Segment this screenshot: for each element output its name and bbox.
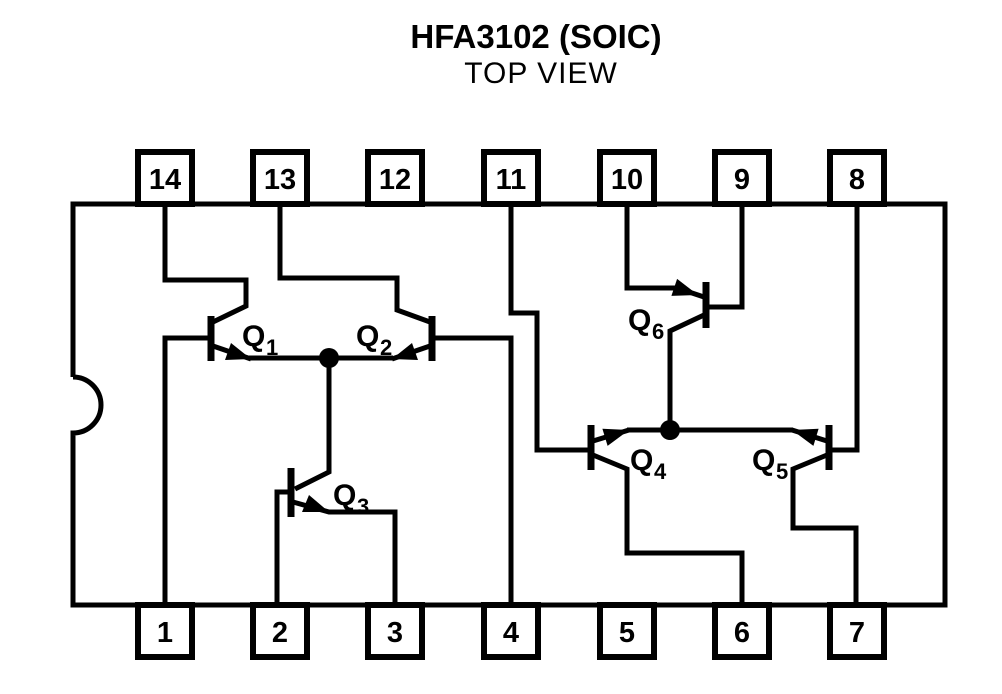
q2-label: Q (356, 320, 379, 353)
pin-number-5: 5 (619, 617, 635, 649)
q1-label-subscript: 1 (266, 335, 278, 360)
transistor-labels: Q 1 Q 2 Q 3 Q 4 Q 5 Q 6 (242, 304, 788, 519)
q1-emitter-arrow-icon (225, 343, 251, 360)
circuit-left-section (162, 204, 514, 605)
wire-q1-base-to-pin1 (162, 335, 208, 605)
q4-label: Q (630, 444, 653, 477)
wire-q2-base-to-pin4 (435, 335, 514, 605)
pin-number-3: 3 (387, 617, 403, 649)
wire-pin9-to-q6-base (709, 204, 745, 310)
q3-label: Q (333, 479, 356, 512)
q6-label-subscript: 6 (652, 319, 664, 344)
pin-number-12: 12 (379, 164, 411, 196)
pin-number-9: 9 (734, 164, 750, 196)
pin-number-13: 13 (264, 164, 296, 196)
q5-label-subscript: 5 (776, 459, 788, 484)
pin-box-3 (365, 602, 425, 660)
wire-pin14-to-q1-collector (162, 204, 249, 325)
wire-junction-to-q3-collector (293, 358, 332, 492)
q3-emitter-arrow-icon (302, 495, 329, 512)
pin-box-14 (135, 149, 195, 207)
pin-number-2: 2 (272, 617, 288, 649)
pin-number-4: 4 (503, 617, 519, 649)
q3-label-subscript: 3 (357, 494, 369, 519)
pin-box-11 (481, 149, 541, 207)
pin-box-8 (827, 149, 887, 207)
q4-label-subscript: 4 (654, 459, 667, 484)
pin-box-1 (135, 602, 195, 660)
q5-emitter-arrow-icon (792, 428, 819, 446)
page-subtitle: TOP VIEW (464, 57, 618, 90)
pin-number-14: 14 (149, 164, 181, 196)
pin-box-9 (712, 149, 772, 207)
pin-box-7 (827, 602, 887, 660)
pin-box-2 (250, 602, 310, 660)
junction-dot-q4-q5 (660, 420, 680, 440)
wire-pin10-to-q6-emitter (624, 204, 705, 300)
q6-label: Q (628, 304, 651, 337)
pin-number-10: 10 (611, 164, 643, 196)
pin-number-11: 11 (496, 164, 527, 196)
package-body-outline (70, 201, 948, 608)
pin-number-1: 1 (157, 617, 173, 649)
page-title: HFA3102 (SOIC) (410, 18, 661, 55)
circuit-right-section (508, 204, 860, 605)
q2-label-subscript: 2 (380, 335, 392, 360)
wire-q5-collector-to-pin7 (790, 452, 859, 605)
wire-q3-emitter-to-pin3 (292, 499, 398, 605)
pin-box-10 (597, 149, 657, 207)
pins-bottom: 1 2 3 4 5 6 7 (135, 602, 887, 660)
pin-box-6 (712, 602, 772, 660)
pin-box-4 (481, 602, 541, 660)
q4-emitter-arrow-icon (602, 428, 629, 446)
pin-box-12 (365, 149, 425, 207)
q6-emitter-arrow-icon (671, 278, 698, 296)
pin-box-13 (250, 149, 310, 207)
q5-label: Q (752, 444, 775, 477)
pin-number-8: 8 (849, 164, 865, 196)
wire-q5-base-to-pin8 (832, 204, 860, 453)
wire-pin11-to-q4-base (508, 204, 588, 453)
wire-q6-collector-to-junction (667, 312, 706, 430)
wire-q3-base-to-pin2 (274, 489, 288, 605)
pins-top: 14 13 12 11 10 9 8 (135, 149, 887, 207)
q2-emitter-arrow-icon (392, 343, 418, 360)
wire-q4-collector-to-pin6 (592, 452, 745, 605)
wire-pin13-to-q2-collector (277, 204, 431, 325)
pin-box-5 (597, 602, 657, 660)
pin-number-6: 6 (734, 617, 750, 649)
pin-number-7: 7 (849, 617, 865, 649)
q1-label: Q (242, 320, 265, 353)
ic-package (70, 201, 948, 608)
